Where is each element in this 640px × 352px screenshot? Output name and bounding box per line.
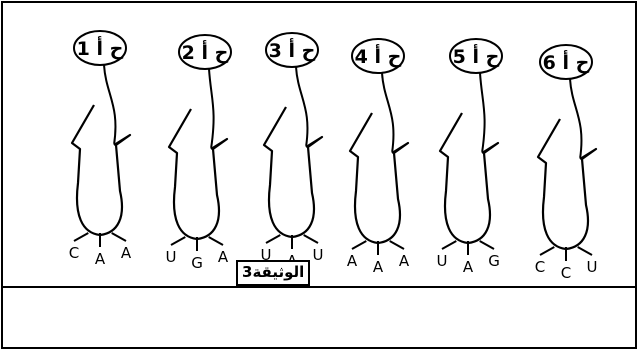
amino-acid-oval xyxy=(351,38,405,74)
anticodon-leg xyxy=(170,236,186,246)
anticodon-base: A xyxy=(218,248,229,266)
anticodon-leg xyxy=(111,232,127,242)
amino-acid-label: ح أ 6 xyxy=(543,50,590,74)
anticodon-base: A xyxy=(373,258,384,276)
trna-body xyxy=(536,118,598,251)
trna-body xyxy=(70,104,132,237)
anticodon-base: U xyxy=(261,246,272,264)
amino-acid-label: ح أ 1 xyxy=(77,36,124,60)
amino-acid-label: ح أ 4 xyxy=(355,44,402,68)
anticodon-base: U xyxy=(437,252,448,270)
trna-body xyxy=(348,112,410,245)
anticodon-leg xyxy=(539,246,555,256)
acceptor-stem xyxy=(569,78,583,160)
anticodon-leg xyxy=(303,234,319,244)
trna-3: ح أ 3UAU xyxy=(261,32,324,270)
anticodon-leg xyxy=(479,240,495,250)
amino-acid-label: ح أ 2 xyxy=(182,40,229,64)
anticodon-base: C xyxy=(69,244,79,262)
anticodon-base: C xyxy=(535,258,545,276)
amino-acid-oval xyxy=(539,44,593,80)
amino-acid-oval xyxy=(73,30,127,66)
amino-acid-oval xyxy=(178,34,232,70)
amino-acid-oval xyxy=(449,38,503,74)
anticodon-base: A xyxy=(95,250,106,268)
anticodon-leg xyxy=(265,234,281,244)
acceptor-stem xyxy=(479,72,486,154)
acceptor-stem xyxy=(295,66,309,148)
anticodon-leg xyxy=(73,232,89,242)
anticodon-base: G xyxy=(488,252,500,270)
acceptor-stem xyxy=(208,68,215,150)
amino-acid-label: ح أ 3 xyxy=(269,38,316,62)
figure-divider xyxy=(1,286,637,288)
trna-body xyxy=(438,112,500,245)
anticodon-leg xyxy=(389,240,405,250)
amino-acid-oval xyxy=(265,32,319,68)
amino-acid-label: ح أ 5 xyxy=(453,44,500,68)
acceptor-stem xyxy=(103,64,117,146)
anticodon-base: C xyxy=(561,264,571,282)
anticodon-base: A xyxy=(399,252,410,270)
anticodon-base: G xyxy=(191,254,203,272)
anticodon-leg xyxy=(208,236,224,246)
anticodon-leg xyxy=(577,246,593,256)
anticodon-leg xyxy=(441,240,457,250)
acceptor-stem xyxy=(381,72,395,154)
anticodon-base: A xyxy=(463,258,474,276)
anticodon-base: U xyxy=(166,248,177,266)
anticodon-base: U xyxy=(313,246,324,264)
anticodon-base: U xyxy=(587,258,598,276)
anticodon-base: A xyxy=(347,252,358,270)
trna-body xyxy=(262,106,324,239)
anticodon-base: A xyxy=(121,244,132,262)
trna-body xyxy=(167,108,229,241)
anticodon-leg xyxy=(351,240,367,250)
document-caption: الوثيقة3 xyxy=(236,260,311,286)
